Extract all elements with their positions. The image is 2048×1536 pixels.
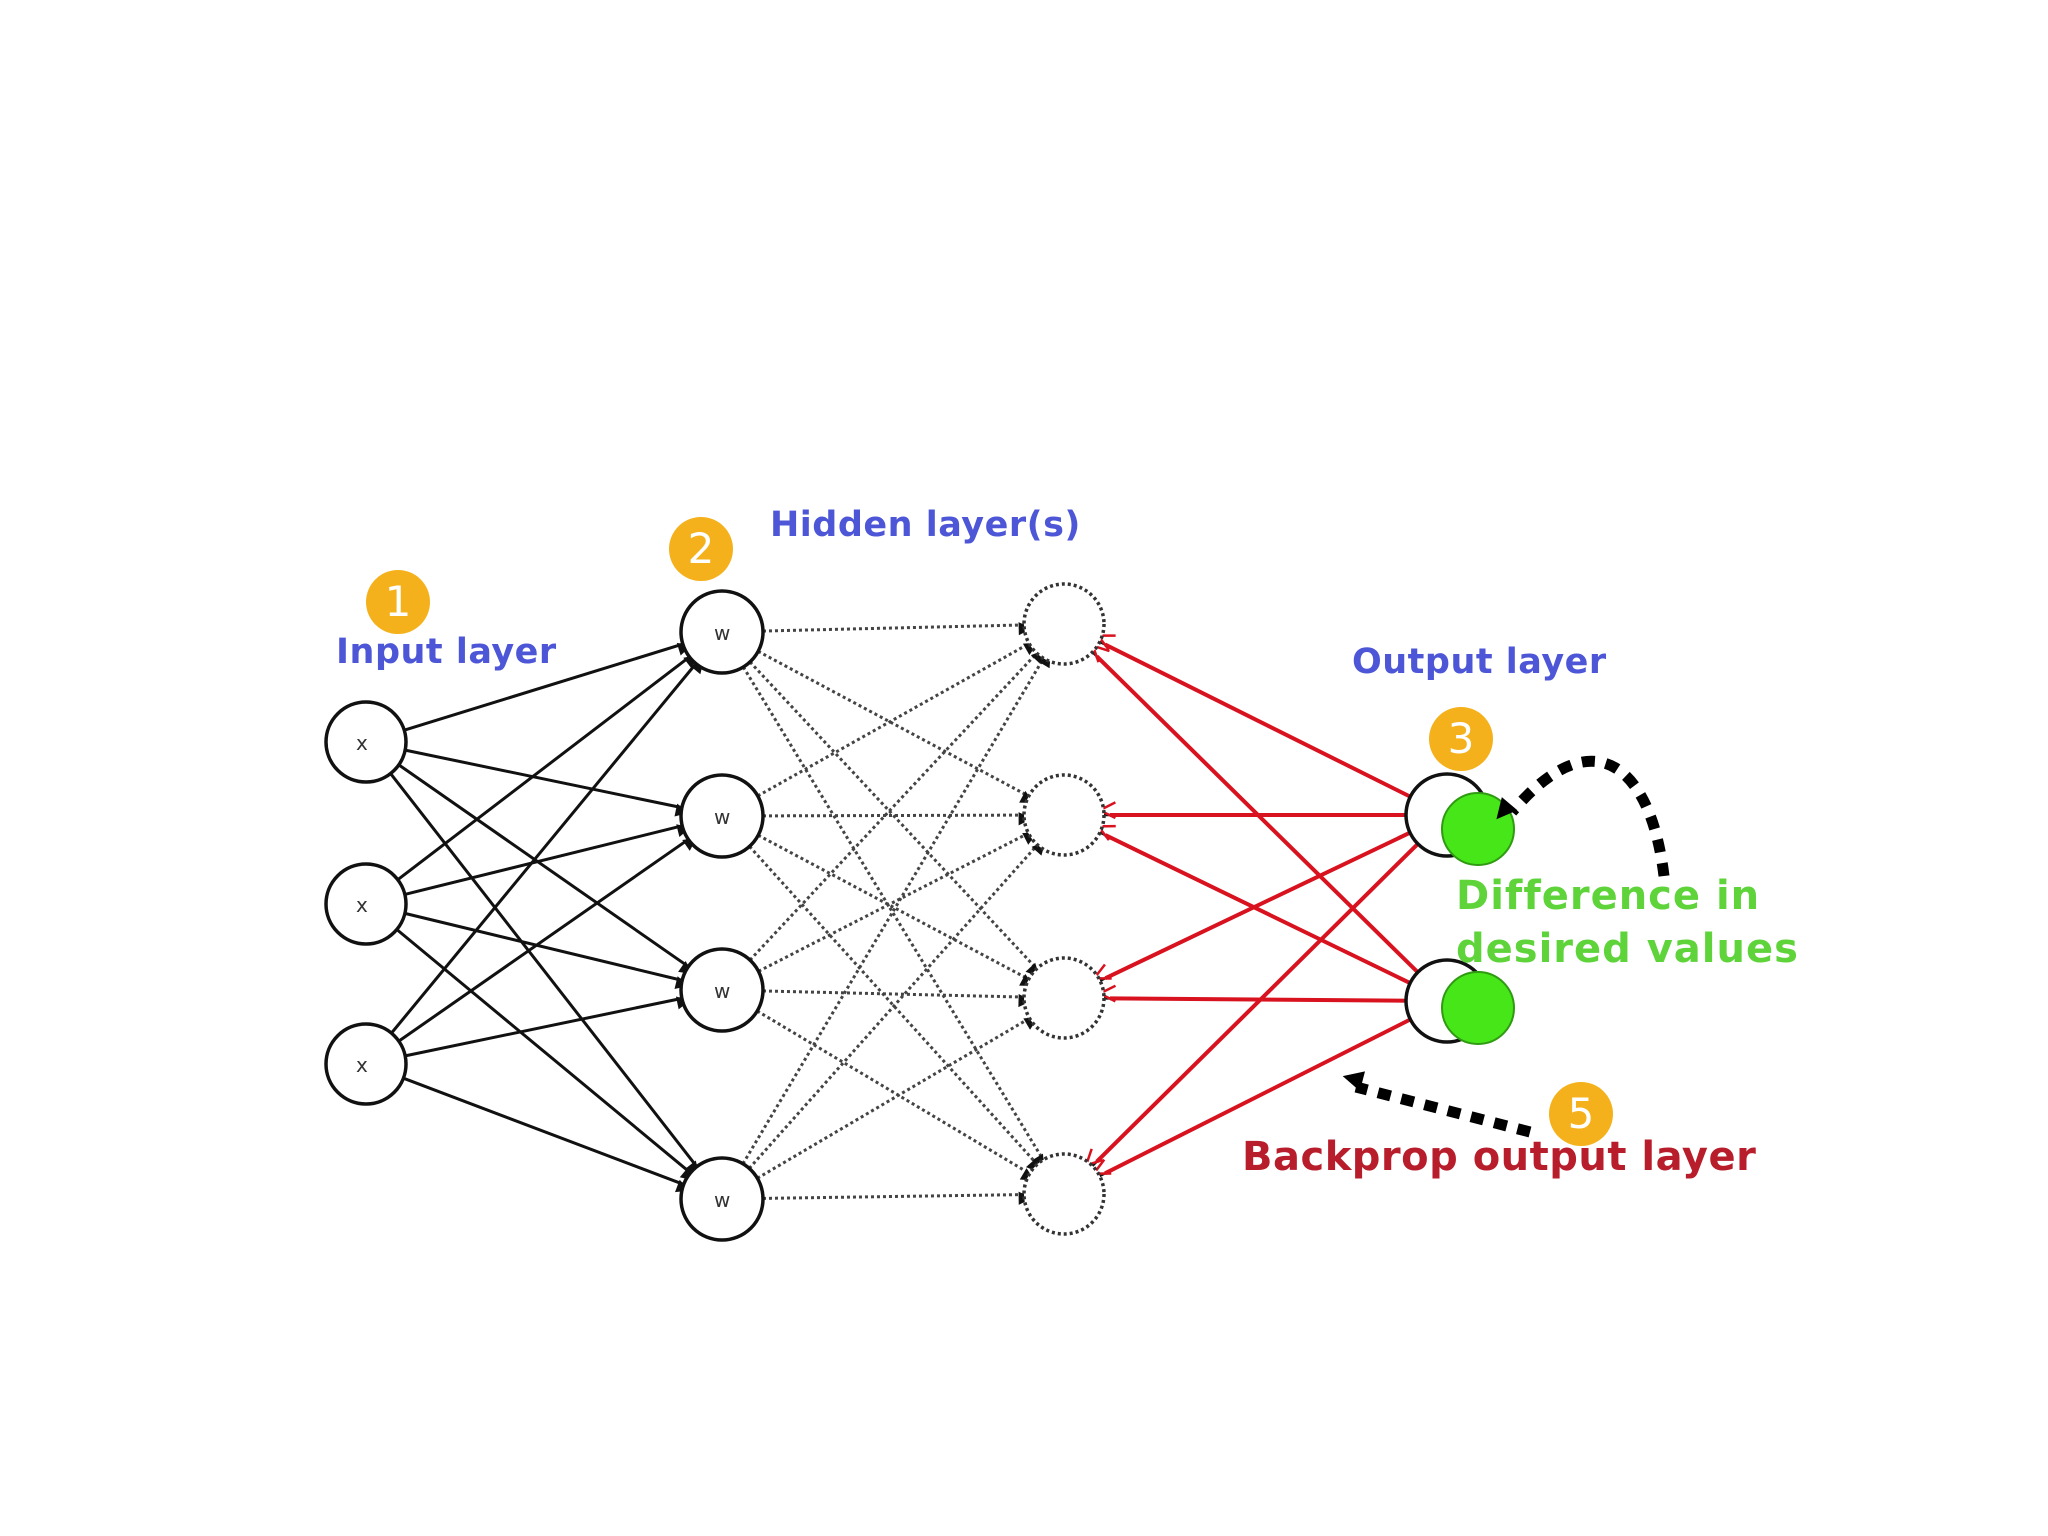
input-weight-connection — [402, 1076, 690, 1193]
backprop-red-arrow — [1095, 824, 1415, 987]
hidden-dotted-connection — [748, 841, 1046, 1170]
input-node-symbol: x — [356, 1053, 368, 1077]
input-weight-connection — [404, 824, 691, 896]
input-node-symbol: x — [356, 731, 368, 755]
hidden-dotted-connection — [762, 622, 1032, 636]
step-badge-5: 5 — [1549, 1082, 1613, 1146]
input-connections — [389, 642, 704, 1193]
input-weight-connection — [397, 837, 697, 1043]
input-node — [324, 1022, 408, 1106]
hidden-dotted-connection — [748, 649, 1045, 962]
backprop-red-arrows — [1084, 634, 1423, 1176]
input-node-symbol: x — [356, 893, 368, 917]
desired-value-node — [1441, 971, 1515, 1045]
hidden-node — [1022, 773, 1106, 857]
hidden-node — [1022, 582, 1106, 666]
hidden-dotted-connection — [757, 831, 1037, 973]
input-node — [324, 700, 408, 784]
backprop-output-layer-label: Backprop output layer — [1242, 1134, 1757, 1180]
input-weight-connection — [396, 655, 698, 881]
weight-node-symbol: w — [714, 1188, 730, 1212]
difference-dashed-arrow — [1496, 755, 1670, 877]
input-weight-connection — [389, 772, 699, 1176]
weight-node-symbol: w — [714, 979, 730, 1003]
hidden-dotted-connection — [762, 989, 1032, 1008]
weight-node-symbol: w — [714, 805, 730, 829]
difference-label-line2: desired values — [1456, 926, 1799, 972]
hidden-dotted-connection — [762, 812, 1032, 826]
hidden-dotted-connection — [757, 642, 1038, 798]
input-weight-connection — [397, 763, 693, 974]
hidden-dotted-connection — [757, 833, 1034, 987]
input-layer-label: Input layer — [336, 632, 557, 672]
input-node — [324, 862, 408, 946]
hidden-layer-label: Hidden layer(s) — [770, 505, 1081, 545]
hidden-dotted-connection — [762, 1191, 1032, 1205]
weight-node-symbol: w — [714, 621, 730, 645]
step-badge-2: 2 — [669, 517, 733, 581]
hidden-dotted-connections — [741, 622, 1051, 1205]
hidden-dotted-connection — [741, 653, 1051, 1165]
backprop-red-arrow — [1090, 643, 1423, 977]
hidden-dotted-connection — [748, 660, 1040, 977]
hidden-dotted-connection — [757, 650, 1034, 803]
nodes: x x x w w w w — [324, 582, 1515, 1242]
hidden-dotted-connection — [742, 666, 1045, 1169]
input-weight-connection — [403, 642, 692, 732]
step-badge-1: 1 — [366, 570, 430, 634]
hidden-dotted-connection — [756, 1009, 1035, 1181]
hidden-node — [1022, 1152, 1106, 1236]
input-weight-connection — [390, 659, 704, 1035]
input-weight-connection — [404, 748, 689, 817]
output-layer-label: Output layer — [1352, 642, 1607, 682]
hidden-dotted-connection — [756, 1016, 1039, 1180]
input-weight-connection — [404, 996, 691, 1058]
desired-value-node — [1441, 792, 1515, 866]
annotation-arrows — [1342, 755, 1670, 1138]
backprop-red-arrow — [1095, 634, 1415, 801]
backprop-red-arrow — [1091, 1015, 1415, 1176]
weight-node — [679, 589, 765, 675]
step-badge-3: 3 — [1429, 707, 1493, 771]
backprop-dashed-arrow — [1342, 1071, 1532, 1138]
weight-node — [679, 1156, 765, 1242]
backprop-red-arrow — [1097, 984, 1411, 1003]
weight-node — [679, 947, 765, 1033]
weight-node — [679, 773, 765, 859]
hidden-node — [1022, 956, 1106, 1040]
input-weight-connection — [404, 911, 689, 990]
backprop-red-arrow — [1091, 829, 1415, 980]
difference-label-line1: Difference in — [1456, 873, 1761, 919]
input-weight-connection — [395, 928, 695, 1181]
